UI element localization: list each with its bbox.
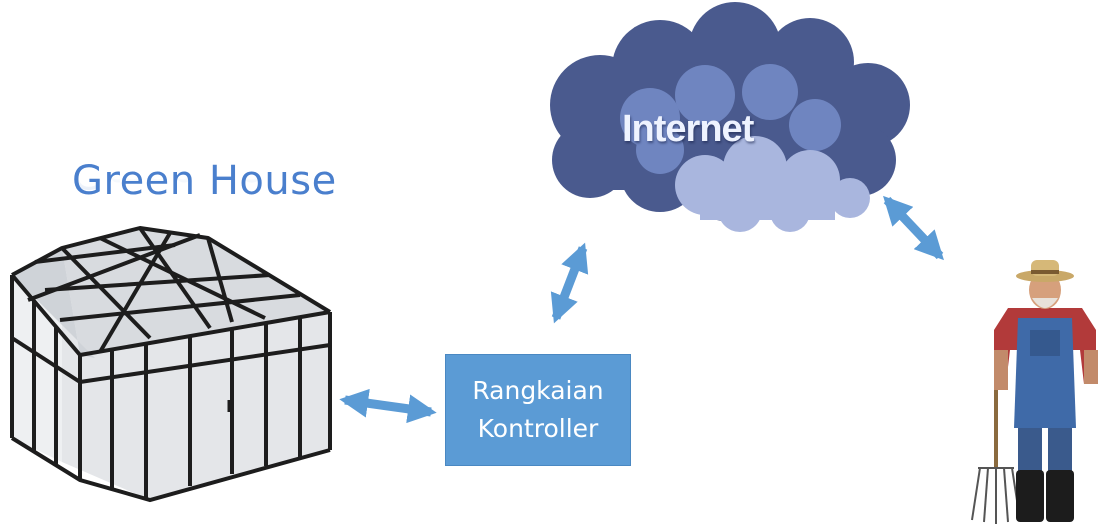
greenhouse-title-reflection: Green House — [72, 150, 337, 196]
arrow-greenhouse-controller — [339, 388, 437, 424]
arrow-controller-internet — [550, 242, 589, 324]
greenhouse-title: Green House — [72, 158, 337, 204]
controller-label-line2: Kontroller — [477, 414, 599, 443]
internet-label: Internet — [622, 108, 754, 150]
arrow-internet-farmer — [883, 195, 944, 261]
controller-label-line1: Rangkaian — [472, 376, 604, 405]
farmer-icon — [971, 260, 1098, 524]
cloud-icon — [550, 2, 910, 232]
controller-box: Rangkaian Kontroller — [445, 354, 631, 466]
greenhouse-icon — [10, 226, 332, 503]
